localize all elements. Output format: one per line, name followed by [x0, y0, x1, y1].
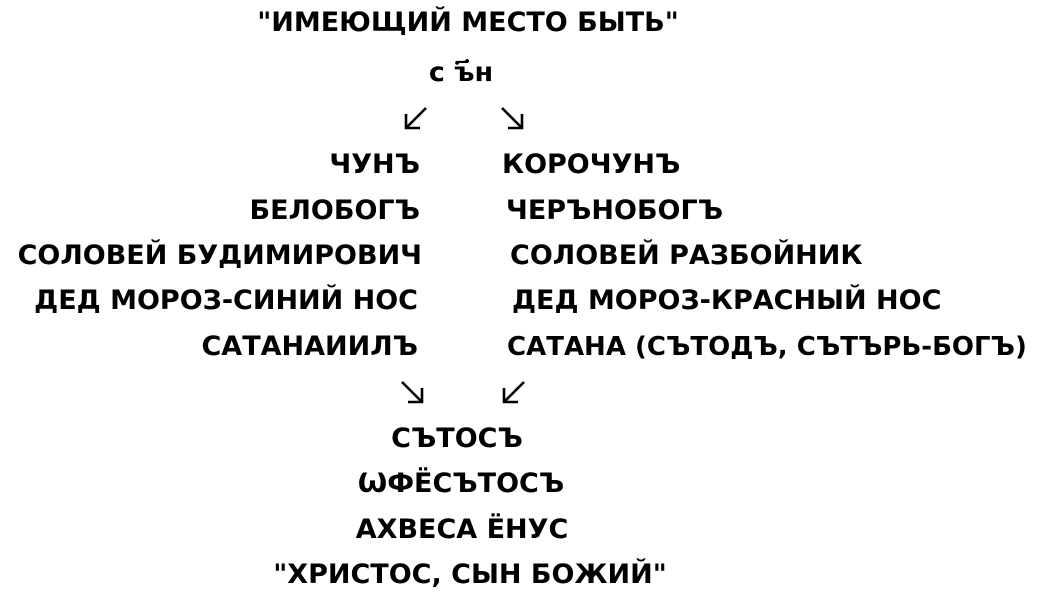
right-item-1: КОРОЧУНЪ — [502, 149, 681, 180]
arrow-down-right-icon — [398, 378, 428, 408]
title-bottom: "ХРИСТОС, СЫН БОЖИЙ" — [273, 559, 667, 590]
arrow-down-right-icon — [498, 104, 528, 134]
root-word: ⅽ ъ҃н — [428, 57, 494, 88]
right-item-2: ЧЕРЪНОБОГЪ — [506, 195, 724, 226]
bottom-line-3: АХВЕСА ЁНУС — [355, 514, 569, 545]
right-item-4: ДЕД МОРОЗ-КРАСНЫЙ НОС — [512, 285, 942, 316]
left-item-1: ЧУНЪ — [329, 149, 420, 180]
title-top: "ИМЕЮЩИЙ МЕСТО БЫТЬ" — [257, 7, 679, 38]
left-item-2: БЕЛОБОГЪ — [249, 195, 420, 226]
arrow-down-left-icon — [498, 378, 528, 408]
left-item-5: САТАНАИИЛЪ — [201, 331, 418, 362]
right-item-3: СОЛОВЕЙ РАЗБОЙНИК — [510, 240, 863, 271]
bottom-line-1: СЪТОСЪ — [391, 423, 523, 454]
arrow-down-left-icon — [400, 104, 430, 134]
left-item-3: СОЛОВЕЙ БУДИМИРОВИЧ — [17, 240, 422, 271]
left-item-4: ДЕД МОРОЗ-СИНИЙ НОС — [34, 285, 418, 316]
right-item-5: САТАНА (СЪТОДЪ, СЪТЪРЬ-БОГЪ) — [507, 332, 1027, 362]
bottom-line-2: ѠФЁСЪТОСЪ — [357, 468, 565, 499]
